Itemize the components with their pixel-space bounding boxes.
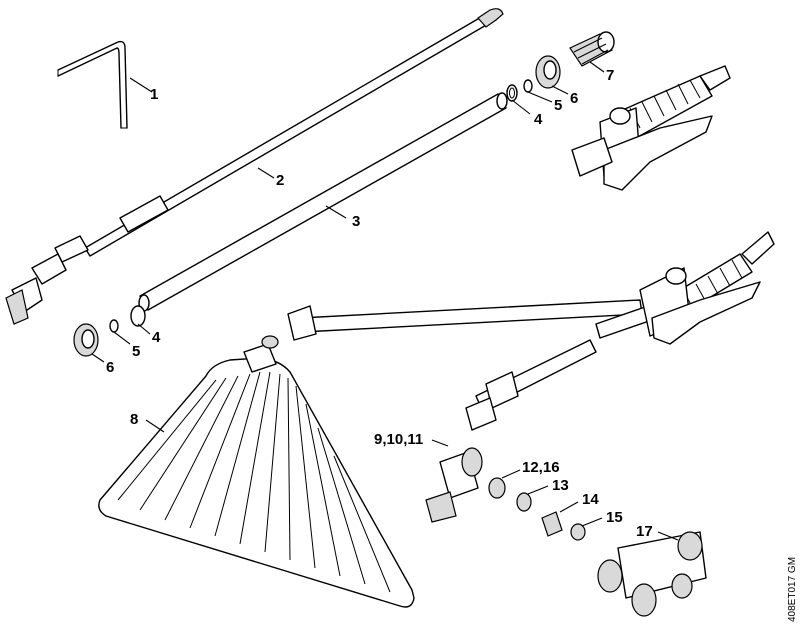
callout-5-upper: 5 <box>554 97 562 114</box>
callout-5-lower: 5 <box>132 343 140 360</box>
part-12-16-fitting <box>488 477 506 499</box>
part-15-fitting <box>570 523 586 541</box>
callout-14: 14 <box>582 491 599 508</box>
part-2-extension-tube <box>5 8 504 325</box>
callout-3: 3 <box>352 213 360 230</box>
lower-spray-assembly <box>287 231 775 431</box>
callout-7: 7 <box>606 67 614 84</box>
part-14-fitting <box>541 511 563 537</box>
callout-4-lower: 4 <box>152 329 161 346</box>
part-6-nut-lower <box>73 323 99 357</box>
callout-1: 1 <box>150 86 158 103</box>
callout-9-10-11: 9,10,11 <box>374 431 423 448</box>
part-1-key <box>57 40 128 129</box>
part-5-seal-upper <box>523 79 533 93</box>
callout-13: 13 <box>552 477 569 494</box>
drawing-code: 408ET017 GM <box>787 557 798 622</box>
part-8-spray-shield <box>98 335 415 608</box>
callout-labels: 1 2 3 4 5 6 7 4 5 6 8 9,10,11 12,16 13 1… <box>106 67 653 540</box>
part-5-seal-lower <box>109 319 119 333</box>
part-9-10-11-adapter <box>425 447 483 523</box>
part-6-nut-upper <box>535 55 561 89</box>
callout-15: 15 <box>606 509 623 526</box>
callout-8: 8 <box>130 411 138 428</box>
callout-12-16: 12,16 <box>522 459 560 476</box>
callout-6-upper: 6 <box>570 90 578 107</box>
part-3-spray-tube <box>138 92 508 312</box>
part-17-twin-nozzle <box>597 531 707 617</box>
leader-lines <box>91 61 679 541</box>
upper-valve-handle <box>571 65 731 191</box>
part-7-threaded-nipple <box>569 31 615 67</box>
callout-2: 2 <box>276 172 284 189</box>
callout-17: 17 <box>636 523 653 540</box>
part-13-fitting <box>516 492 532 512</box>
callout-4-upper: 4 <box>534 111 543 128</box>
part-4-seal-upper <box>506 84 518 102</box>
part-4-seal-lower <box>130 305 146 327</box>
callout-6-lower: 6 <box>106 359 114 376</box>
